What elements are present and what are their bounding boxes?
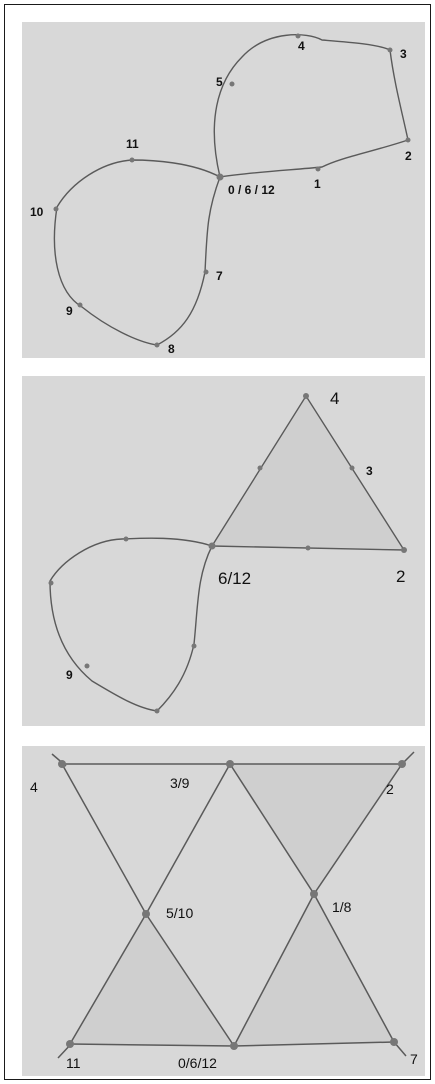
joint-7: [390, 1038, 398, 1046]
joint-6-12: [208, 542, 216, 550]
label-2: 2: [405, 149, 412, 163]
edge-18-7: [313, 893, 395, 1043]
label-3-9: 3/9: [170, 775, 190, 791]
triangle-face-lower-left: [70, 914, 234, 1046]
edge-18-0612: [233, 893, 315, 1047]
joint-2: [401, 547, 407, 553]
edge-11-0612: [69, 1043, 235, 1047]
joint-7: [203, 269, 209, 275]
triangle-loop-diagram: 4 3 2 6/12 9: [48, 389, 407, 714]
label-5: 5: [216, 75, 223, 89]
edge-39-18: [229, 763, 315, 895]
edge-2-18: [313, 763, 403, 895]
label-3: 3: [366, 464, 373, 478]
wire-joints: [58, 760, 406, 1050]
triangle-face-lower-right: [234, 894, 394, 1046]
label-10: 10: [30, 205, 44, 219]
edge-510-0612: [145, 913, 235, 1047]
joint-5: [257, 465, 263, 471]
triangle-grid-diagram: 4 3/9 2 5/10 1/8 11 0/6/12 7: [30, 751, 418, 1071]
joint-5-10: [142, 910, 150, 918]
joint-10: [48, 580, 54, 586]
label-11: 11: [66, 1055, 81, 1071]
wire-joints: [53, 33, 411, 348]
joint-1: [305, 545, 311, 551]
label-4: 4: [298, 39, 305, 53]
joint-3: [387, 47, 393, 53]
label-0-6-12: 0 / 6 / 12: [228, 183, 275, 197]
label-7: 7: [216, 269, 223, 283]
joint-0: [216, 173, 224, 181]
joint-9: [84, 663, 90, 669]
joint-10: [53, 206, 59, 212]
joint-11: [66, 1040, 74, 1048]
wire-left-loop: [53, 159, 221, 346]
joint-8: [154, 342, 160, 348]
joint-11: [123, 536, 129, 542]
triangle-face: [212, 396, 404, 550]
label-2: 2: [386, 781, 394, 797]
joint-0-6-12: [230, 1042, 238, 1050]
wire-joints: [48, 393, 407, 714]
label-4: 4: [30, 779, 38, 795]
edge-39-510: [145, 763, 231, 915]
label-9: 9: [66, 304, 73, 318]
label-1: 1: [314, 177, 321, 191]
joint-3: [349, 465, 355, 471]
label-5-10: 5/10: [166, 905, 193, 921]
wire-right-loop: [213, 34, 409, 178]
label-6-12: 6/12: [218, 569, 251, 588]
wire-left-loop: [49, 537, 213, 712]
label-4: 4: [330, 389, 339, 408]
joint-9: [77, 302, 83, 308]
label-1-8: 1/8: [332, 899, 352, 915]
triangle-face-upper-right: [230, 764, 402, 894]
joint-4: [295, 33, 301, 39]
loose-loop-diagram: 0 / 6 / 12 1 2 3 4 5 7 8 9 10 11: [30, 33, 412, 356]
edge-4-510: [61, 763, 147, 915]
label-0-6-12: 0/6/12: [178, 1055, 217, 1071]
joint-4: [58, 760, 66, 768]
label-9: 9: [66, 668, 73, 682]
joint-11: [129, 157, 135, 163]
label-11: 11: [126, 137, 139, 151]
joint-7: [191, 643, 197, 649]
label-8: 8: [168, 342, 175, 356]
joint-2: [398, 760, 406, 768]
edge-0612-7: [233, 1041, 395, 1047]
label-2: 2: [396, 567, 405, 586]
joint-1-8: [310, 890, 318, 898]
joint-2: [405, 137, 411, 143]
joint-1: [315, 166, 321, 172]
panel-triangle-loop: 4 3 2 6/12 9: [22, 376, 425, 726]
joint-3-9: [226, 760, 234, 768]
joint-5: [229, 81, 235, 87]
edge-510-11: [69, 913, 147, 1045]
panel-triangle-grid: 4 3/9 2 5/10 1/8 11 0/6/12 7: [22, 746, 425, 1076]
panel-loose-loop: 0 / 6 / 12 1 2 3 4 5 7 8 9 10 11: [22, 22, 425, 358]
joint-8: [154, 708, 160, 714]
label-3: 3: [400, 47, 407, 61]
label-7: 7: [410, 1051, 418, 1067]
joint-4: [303, 393, 309, 399]
